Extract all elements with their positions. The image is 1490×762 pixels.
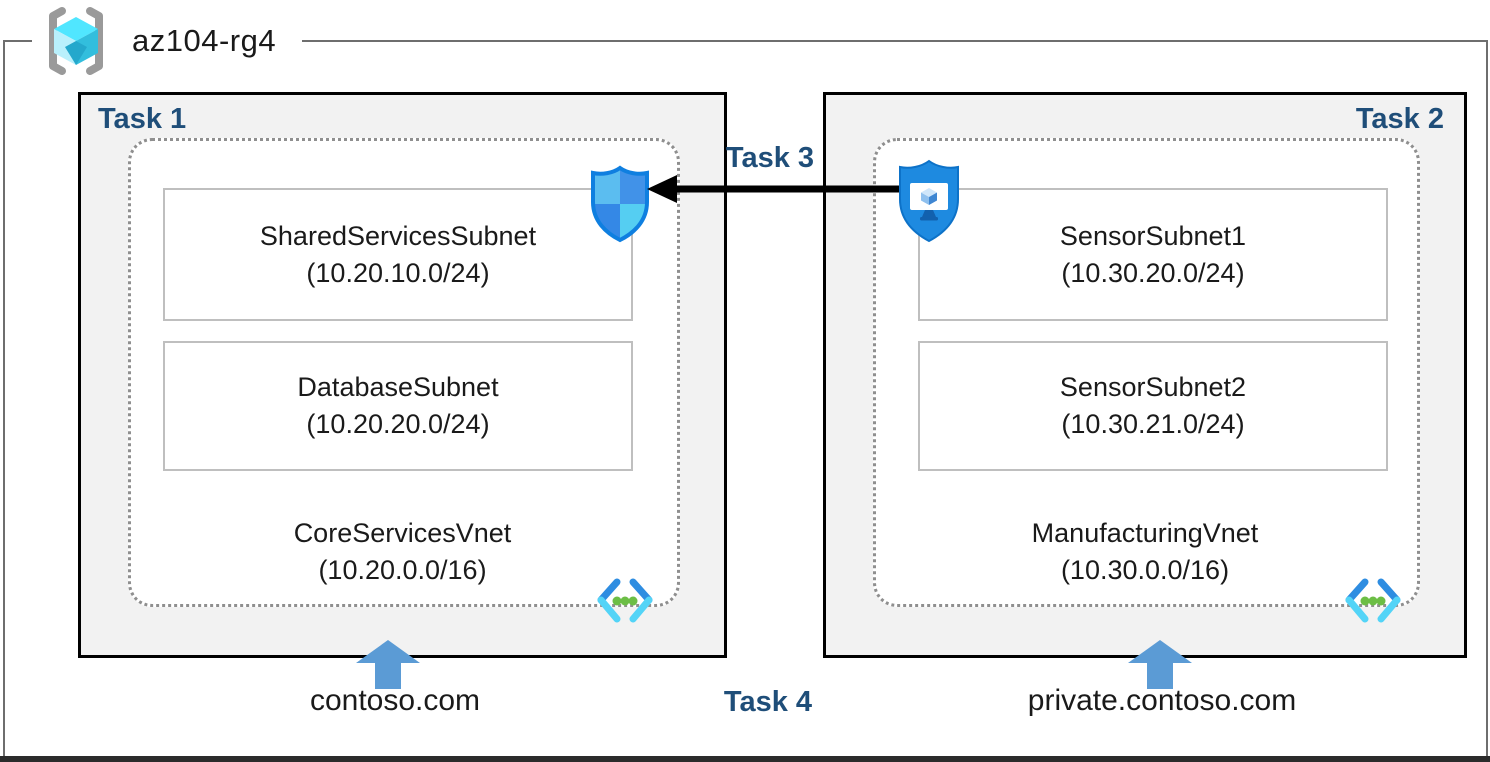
sensor-subnet2-box: SensorSubnet2 (10.30.21.0/24) — [918, 341, 1388, 471]
subnet-cidr: (10.30.20.0/24) — [1061, 257, 1245, 288]
task2-box: Task 2 SensorSubnet1 (10.30.20.0/24) Sen… — [823, 92, 1467, 658]
core-services-vnet-label: CoreServicesVnet (10.20.0.0/16) — [81, 515, 724, 589]
task2-label: Task 2 — [1355, 103, 1444, 135]
contoso-dns-label: contoso.com — [309, 684, 481, 717]
vnet-name: CoreServicesVnet — [293, 518, 512, 548]
protected-vm-shield-icon — [899, 159, 959, 243]
subnet-name: SensorSubnet2 — [1059, 372, 1247, 402]
resource-group-frame-bottom — [0, 756, 1490, 762]
subnet-name: SensorSubnet1 — [1059, 220, 1247, 251]
task1-label: Task 1 — [98, 103, 187, 135]
subnet-name: DatabaseSubnet — [297, 372, 499, 402]
blue-up-arrow-icon — [356, 640, 420, 689]
resource-group-frame — [3, 40, 1488, 756]
subnet-cidr: (10.20.10.0/24) — [306, 257, 490, 288]
task3-label: Task 3 — [725, 142, 815, 174]
vnet-cidr: (10.30.0.0/16) — [1060, 555, 1230, 585]
private-contoso-dns-label: private.contoso.com — [1027, 684, 1297, 717]
subnet-cidr: (10.30.21.0/24) — [1061, 409, 1245, 439]
resource-group-icon — [49, 7, 103, 75]
network-security-group-shield-icon — [591, 165, 649, 243]
peering-arrow-icon — [647, 175, 899, 203]
resource-group-name: az104-rg4 — [132, 23, 277, 58]
sensor-subnet1-box: SensorSubnet1 (10.30.20.0/24) — [918, 188, 1388, 321]
vnet-name: ManufacturingVnet — [1031, 518, 1259, 548]
task4-label: Task 4 — [723, 686, 813, 718]
shared-services-subnet-box: SharedServicesSubnet (10.20.10.0/24) — [163, 188, 633, 321]
blue-up-arrow-icon — [1128, 640, 1192, 689]
manufacturing-vnet-label: ManufacturingVnet (10.30.0.0/16) — [826, 515, 1464, 589]
database-subnet-box: DatabaseSubnet (10.20.20.0/24) — [163, 341, 633, 471]
subnet-name: SharedServicesSubnet — [259, 220, 537, 251]
resource-group-header: az104-rg4 — [32, 0, 303, 84]
subnet-cidr: (10.20.20.0/24) — [306, 409, 490, 439]
task1-box: Task 1 SharedServicesSubnet (10.20.10.0/… — [78, 92, 727, 658]
vnet-cidr: (10.20.0.0/16) — [318, 555, 487, 585]
